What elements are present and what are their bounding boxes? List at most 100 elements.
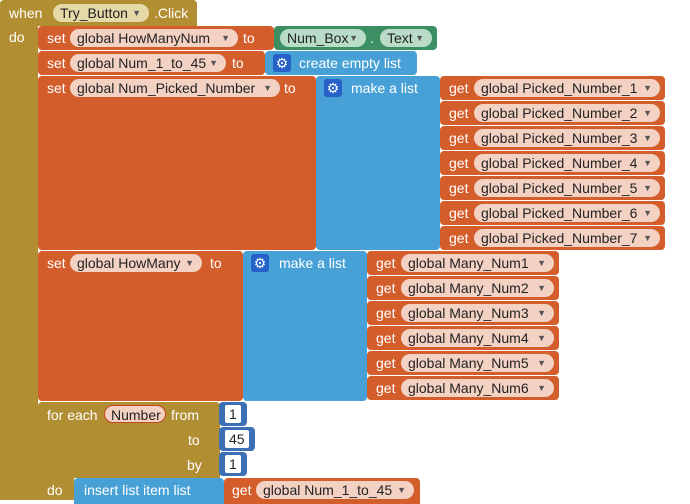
gear-icon[interactable]: ⚙ bbox=[324, 79, 342, 97]
variable-dropdown-howmanynum[interactable]: global HowManyNum ▼ bbox=[70, 29, 238, 47]
variable-dropdown-num-1-to-45[interactable]: global Num_1_to_45▼ bbox=[256, 481, 414, 499]
dropdown-arrow-icon: ▼ bbox=[537, 308, 546, 318]
dropdown-arrow-icon: ▼ bbox=[643, 83, 652, 93]
loop-variable-name: Number bbox=[111, 407, 161, 423]
set-label: set bbox=[47, 30, 66, 46]
dropdown-arrow-icon: ▼ bbox=[643, 133, 652, 143]
variable-name: global Picked_Number_5 bbox=[481, 180, 638, 196]
get-label: get bbox=[449, 130, 469, 146]
component-name: Num_Box bbox=[287, 30, 349, 46]
variable-dropdown-num-picked-number[interactable]: global Num_Picked_Number ▼ bbox=[70, 79, 280, 97]
variable-dropdown-many-num2[interactable]: global Many_Num2 ▼ bbox=[401, 279, 554, 297]
get-label: get bbox=[449, 80, 469, 96]
get-label: get bbox=[376, 330, 396, 346]
set-label: set bbox=[47, 80, 66, 96]
variable-dropdown-num-1-to-45[interactable]: global Num_1_to_45 ▼ bbox=[70, 54, 226, 72]
dropdown-arrow-icon: ▼ bbox=[643, 183, 652, 193]
variable-name: global Many_Num6 bbox=[408, 380, 529, 396]
set-label: set bbox=[47, 55, 66, 71]
for-each-range-spine bbox=[38, 476, 74, 500]
dropdown-arrow-icon: ▼ bbox=[132, 8, 141, 18]
get-label: get bbox=[449, 180, 469, 196]
make-a-list-label: make a list bbox=[351, 80, 418, 96]
variable-dropdown-many-num3[interactable]: global Many_Num3 ▼ bbox=[401, 304, 554, 322]
make-a-list-block[interactable] bbox=[243, 251, 367, 401]
variable-dropdown-picked-number-5[interactable]: global Picked_Number_5 ▼ bbox=[474, 179, 660, 197]
get-label: get bbox=[376, 255, 396, 271]
to-label: to bbox=[210, 255, 222, 271]
variable-name: global Many_Num2 bbox=[408, 280, 529, 296]
number-field-to[interactable]: 45 bbox=[225, 430, 249, 448]
dropdown-arrow-icon: ▼ bbox=[537, 258, 546, 268]
dropdown-arrow-icon: ▼ bbox=[537, 383, 546, 393]
variable-dropdown-many-num6[interactable]: global Many_Num6 ▼ bbox=[401, 379, 554, 397]
variable-dropdown-many-num5[interactable]: global Many_Num5▼ bbox=[401, 354, 554, 372]
when-label: when bbox=[9, 5, 43, 21]
variable-name: global Many_Num5 bbox=[408, 355, 529, 371]
get-label: get bbox=[376, 280, 396, 296]
variable-dropdown-picked-number-7[interactable]: global Picked_Number_7 ▼ bbox=[474, 229, 660, 247]
variable-name: global Picked_Number_1 bbox=[481, 80, 638, 96]
set-howmany-block[interactable] bbox=[38, 251, 243, 401]
variable-name: global Picked_Number_7 bbox=[481, 230, 638, 246]
variable-name: global Many_Num1 bbox=[408, 255, 529, 271]
set-label: set bbox=[47, 255, 66, 271]
variable-name: global Many_Num4 bbox=[408, 330, 529, 346]
number-field-from[interactable]: 1 bbox=[225, 405, 241, 423]
dropdown-arrow-icon: ▼ bbox=[643, 233, 652, 243]
get-label: get bbox=[449, 205, 469, 221]
dropdown-arrow-icon: ▼ bbox=[209, 58, 218, 68]
dropdown-arrow-icon: ▼ bbox=[643, 208, 652, 218]
get-label: get bbox=[376, 305, 396, 321]
dropdown-arrow-icon: ▼ bbox=[221, 33, 230, 43]
get-label: get bbox=[449, 230, 469, 246]
variable-name: global HowMany bbox=[77, 255, 181, 271]
variable-name: global Num_1_to_45 bbox=[77, 55, 207, 71]
set-num-picked-number-block[interactable] bbox=[38, 76, 316, 250]
dropdown-arrow-icon: ▼ bbox=[537, 283, 546, 293]
variable-name: global Picked_Number_4 bbox=[481, 155, 638, 171]
gear-icon[interactable]: ⚙ bbox=[251, 254, 269, 272]
dropdown-arrow-icon: ▼ bbox=[415, 33, 424, 43]
component-dropdown-num-box[interactable]: Num_Box ▼ bbox=[280, 29, 366, 47]
dropdown-arrow-icon: ▼ bbox=[537, 333, 546, 343]
component-name: Try_Button bbox=[60, 5, 128, 21]
to-label: to bbox=[284, 80, 296, 96]
variable-dropdown-picked-number-3[interactable]: global Picked_Number_3 ▼ bbox=[474, 129, 660, 147]
to-label: to bbox=[232, 55, 244, 71]
by-label: by bbox=[187, 457, 202, 473]
to-label: to bbox=[243, 30, 255, 46]
gear-icon[interactable]: ⚙ bbox=[273, 54, 291, 72]
get-label: get bbox=[376, 380, 396, 396]
variable-name: global Picked_Number_3 bbox=[481, 130, 638, 146]
get-label: get bbox=[376, 355, 396, 371]
get-label: get bbox=[449, 155, 469, 171]
make-a-list-label: make a list bbox=[279, 255, 346, 271]
variable-dropdown-picked-number-6[interactable]: global Picked_Number_6 ▼ bbox=[474, 204, 660, 222]
variable-dropdown-howmany[interactable]: global HowMany ▼ bbox=[70, 254, 202, 272]
to-label: to bbox=[188, 432, 200, 448]
variable-name: global Picked_Number_2 bbox=[481, 105, 638, 121]
do-label: do bbox=[9, 29, 25, 45]
variable-name: global Num_1_to_45 bbox=[263, 482, 393, 498]
create-empty-list-label: create empty list bbox=[299, 55, 401, 71]
loop-do-label: do bbox=[47, 482, 63, 498]
variable-dropdown-picked-number-4[interactable]: global Picked_Number_4 ▼ bbox=[474, 154, 660, 172]
component-dropdown-try-button[interactable]: Try_Button ▼ bbox=[53, 4, 149, 22]
dropdown-arrow-icon: ▼ bbox=[263, 83, 272, 93]
variable-dropdown-picked-number-1[interactable]: global Picked_Number_1 ▼ bbox=[474, 79, 660, 97]
variable-name: global Many_Num3 bbox=[408, 305, 529, 321]
variable-name: global Picked_Number_6 bbox=[481, 205, 638, 221]
loop-variable-number[interactable]: Number bbox=[104, 405, 166, 423]
variable-dropdown-picked-number-2[interactable]: global Picked_Number_2 ▼ bbox=[474, 104, 660, 122]
number-field-by[interactable]: 1 bbox=[225, 455, 241, 473]
dropdown-arrow-icon: ▼ bbox=[643, 108, 652, 118]
from-label: from bbox=[171, 407, 199, 423]
get-label: get bbox=[449, 105, 469, 121]
property-dropdown-text[interactable]: Text ▼ bbox=[380, 29, 432, 47]
variable-dropdown-many-num4[interactable]: global Many_Num4 ▼ bbox=[401, 329, 554, 347]
dot-separator: . bbox=[370, 30, 374, 46]
dropdown-arrow-icon: ▼ bbox=[643, 158, 652, 168]
make-a-list-block[interactable] bbox=[316, 76, 440, 250]
variable-dropdown-many-num1[interactable]: global Many_Num1 ▼ bbox=[401, 254, 554, 272]
